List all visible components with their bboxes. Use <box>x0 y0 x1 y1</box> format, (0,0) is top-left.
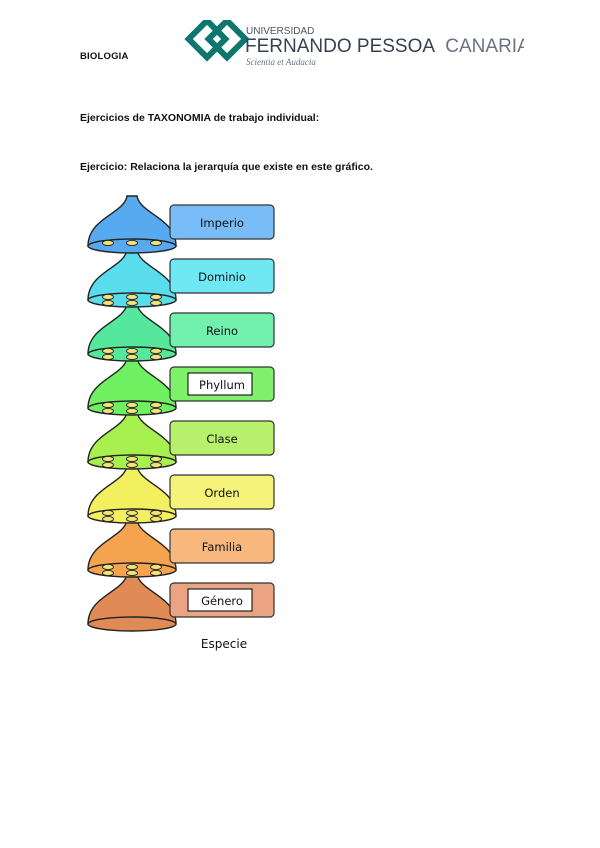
taxonomy-level: Imperio <box>87 195 275 254</box>
seed-dot <box>102 347 114 355</box>
seed-dot <box>126 401 138 409</box>
seed-dot <box>150 461 162 469</box>
seed-dot <box>126 563 138 571</box>
seed-dot <box>102 461 114 469</box>
level-label: Clase <box>206 432 237 446</box>
seed-dot <box>102 455 114 463</box>
seed-dot <box>150 407 162 415</box>
seed-dot <box>150 401 162 409</box>
seed-dot <box>102 353 114 361</box>
logo-motto: Scientia et Audacia <box>246 57 316 67</box>
level-label-box <box>169 204 275 240</box>
seed-dot <box>102 515 114 523</box>
level-label-box <box>169 312 275 348</box>
level-label-box <box>169 420 275 456</box>
answer-box[interactable] <box>187 588 253 612</box>
seed-dot <box>126 239 138 247</box>
level-label: Reino <box>206 324 238 338</box>
level-label: Phyllum <box>199 378 245 392</box>
taxonomy-diagram: Género Familia Orden Clase Phyllum Reino Domin… <box>87 195 275 651</box>
taxonomy-level: Orden <box>87 465 275 524</box>
seed-dot <box>126 455 138 463</box>
seed-dot <box>150 455 162 463</box>
seed-dot <box>126 515 138 523</box>
bottom-label-especie: Especie <box>201 637 247 651</box>
exercise-instruction: Ejercicio: Relaciona la jerarquía que ex… <box>80 161 373 173</box>
seed-dot <box>150 515 162 523</box>
seed-dot <box>102 509 114 517</box>
seed-dot <box>126 461 138 469</box>
level-label-box <box>169 258 275 294</box>
seed-dot <box>150 347 162 355</box>
level-label: Dominio <box>198 270 246 284</box>
seed-dot <box>102 293 114 301</box>
taxonomy-level: Reino <box>87 303 275 362</box>
seed-dot <box>126 569 138 577</box>
seed-dot <box>150 239 162 247</box>
bell-rim <box>87 616 177 632</box>
seed-dot <box>126 509 138 517</box>
level-label-box <box>169 474 275 510</box>
taxonomy-level: Dominio <box>87 249 275 308</box>
taxonomy-level: Género <box>87 573 275 632</box>
answer-box[interactable] <box>187 372 253 396</box>
logo-name: FERNANDO PESSOA <box>245 36 435 57</box>
logo-line1: UNIVERSIDAD <box>246 26 314 37</box>
seed-dot <box>126 353 138 361</box>
seed-dot <box>150 509 162 517</box>
level-label: Género <box>201 594 243 608</box>
seed-dot <box>126 347 138 355</box>
level-label: Imperio <box>200 216 244 230</box>
taxonomy-level: Familia <box>87 519 275 578</box>
seed-dot <box>150 293 162 301</box>
level-label-box <box>169 528 275 564</box>
level-label: Familia <box>202 540 242 554</box>
level-label: Orden <box>204 486 239 500</box>
seed-dot <box>150 299 162 307</box>
seed-dot <box>102 401 114 409</box>
seed-dot <box>102 569 114 577</box>
seed-dot <box>126 407 138 415</box>
subject-label: BIOLOGIA <box>80 51 129 62</box>
seed-dot <box>102 563 114 571</box>
seed-dot <box>150 569 162 577</box>
seed-dot <box>126 293 138 301</box>
seed-dot <box>102 407 114 415</box>
taxonomy-level: Phyllum <box>87 357 275 416</box>
seed-dot <box>102 239 114 247</box>
taxonomy-level: Clase <box>87 411 275 470</box>
seed-dot <box>102 299 114 307</box>
seed-dot <box>126 299 138 307</box>
seed-dot <box>150 563 162 571</box>
seed-dot <box>150 353 162 361</box>
exercise-title: Ejercicios de TAXONOMIA de trabajo indiv… <box>80 112 320 124</box>
logo-diamond-icon <box>184 20 250 62</box>
